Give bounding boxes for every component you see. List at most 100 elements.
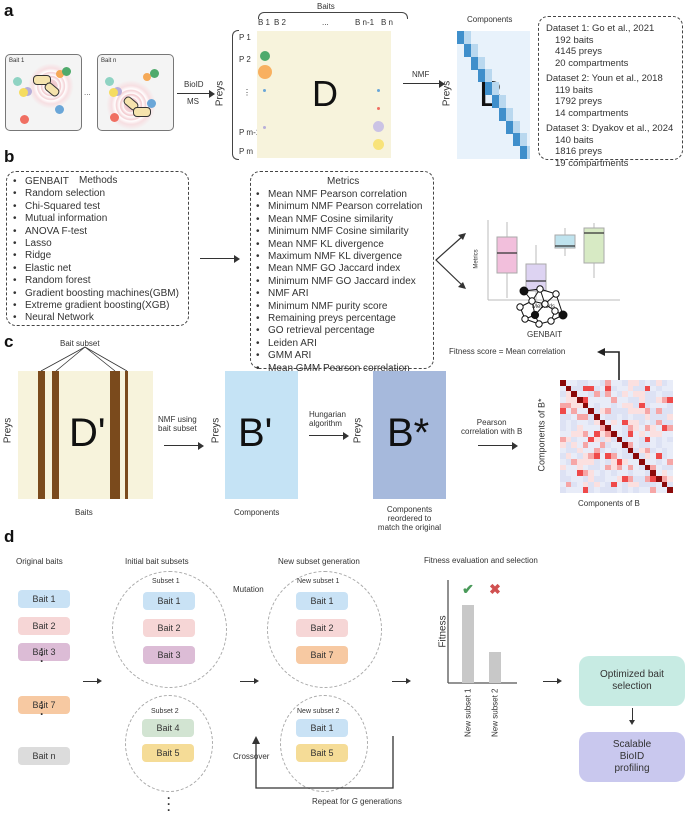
dataset-title: Dataset 3: Dyakov et al., 2024 [546,123,674,134]
heatmap-cell [588,396,595,403]
heatmap-cell [633,459,640,466]
matrix-b-prime: B' [225,371,298,499]
heatmap-cell [633,481,640,488]
heatmap-cell [565,380,572,386]
heatmap-cell [661,380,668,386]
heatmap-cell [605,453,612,460]
arrowhead-icon [209,90,215,98]
heatmap-cell [616,385,623,392]
methods-box: Methods GENBAITRandom selectionChi-Squar… [6,171,189,326]
heatmap-cell [582,442,589,449]
heatmap-cell [593,453,600,460]
heatmap-cell [605,487,612,494]
heatmap-cell [639,430,646,437]
heatmap-cell [622,419,629,426]
heatmap-cell [639,385,646,392]
arrow-label-nmf: NMF [412,70,430,79]
arrow-bioid [177,93,211,94]
fitness-bar [489,652,501,683]
heatmap-cell [576,487,583,494]
cross-icon: ✖ [489,581,501,597]
heatmap-cell [627,447,634,454]
heatmap-cell [650,380,657,386]
matrix-b-star: B* [373,371,446,499]
heatmap-cell [593,413,600,420]
heatmap-cell [588,413,595,420]
heatmap-cell [627,481,634,488]
vertical-ellipsis-icon: ··· [40,695,44,721]
arrowhead-icon [629,720,635,725]
heatmap-cell [588,436,595,443]
bait-pill: Bait 1 [296,719,348,737]
boxplot-box [583,227,605,264]
heatmap-cell [633,391,640,398]
heatmap-cell [622,459,629,466]
heatmap-cell [627,453,634,460]
heatmap-cell [588,380,595,386]
method-item: Random forest [11,275,179,287]
heatmap-cell [576,408,583,415]
heatmap-cell [616,408,623,415]
heatmap-cell [667,396,674,403]
vertical-ellipsis-icon: ··· [167,791,171,817]
heatmap-cell [627,436,634,443]
heatmap-cell [639,413,646,420]
heatmap-cell [588,408,595,415]
mutation-label: Mutation [233,585,264,594]
heatmap-cell [650,396,657,403]
heatmap-cell [599,453,606,460]
heatmap-cell [627,442,634,449]
heatmap-cell [622,436,629,443]
bait-box-label: Bait 1 [9,58,25,64]
heatmap-cell [661,413,668,420]
column-label: B n-1 [355,18,375,27]
heatmap-cell [656,425,662,432]
heatmap-cell [667,391,674,398]
heatmap-cell [588,402,595,409]
heatmap-cell [661,487,668,494]
heatmap-cell [650,425,657,432]
heatmap-cell [576,385,583,392]
heatmap-cell [571,442,578,449]
heatmap-cell [656,419,662,426]
heatmap-cell [593,447,600,454]
heatmap-cell [633,464,640,471]
crossover-label: Crossover [233,752,270,761]
heatmap-cell [560,470,566,477]
arrowhead-icon [406,678,411,684]
subset-1-circle [112,571,227,688]
original-baits-title: Original baits [16,557,63,566]
heatmap-cell [616,413,623,420]
heatmap-cell [560,413,566,420]
heatmap-cell [622,385,629,392]
subset-2-label: Subset 2 [151,708,179,715]
heatmap-cell [633,453,640,460]
heatmap-cell [633,408,640,415]
heatmap-cell [644,447,651,454]
heatmap-cell [644,481,651,488]
dataset-detail: 1792 preys [555,96,603,107]
new-subset-2-label: New subset 2 [297,708,340,715]
method-item: Neural Network [11,312,179,324]
baits-brace-label: Baits [317,2,335,11]
heatmap-cell [622,447,629,454]
fitness-ylabel: Fitness [437,615,449,648]
heatmap-cell [576,442,583,449]
heatmap-cell [605,481,612,488]
heatmap-cell [565,385,572,392]
heatmap-cell [667,487,674,494]
preys-label: Preys [352,417,364,444]
preys-label: Preys [2,417,14,444]
heatmap-cell [610,459,617,466]
heatmap-cell [650,481,657,488]
bait-1-proximity-box: Bait 1 [5,54,82,131]
heatmap-cell [661,470,668,477]
heatmap-cell [616,380,623,386]
heatmap-cell [667,408,674,415]
matrix-d-prime-label: D' [69,411,106,455]
heatmap-cell [576,470,583,477]
heatmap-cell [565,430,572,437]
heatmap-cell [622,464,629,471]
matrix-b: B [457,31,530,159]
